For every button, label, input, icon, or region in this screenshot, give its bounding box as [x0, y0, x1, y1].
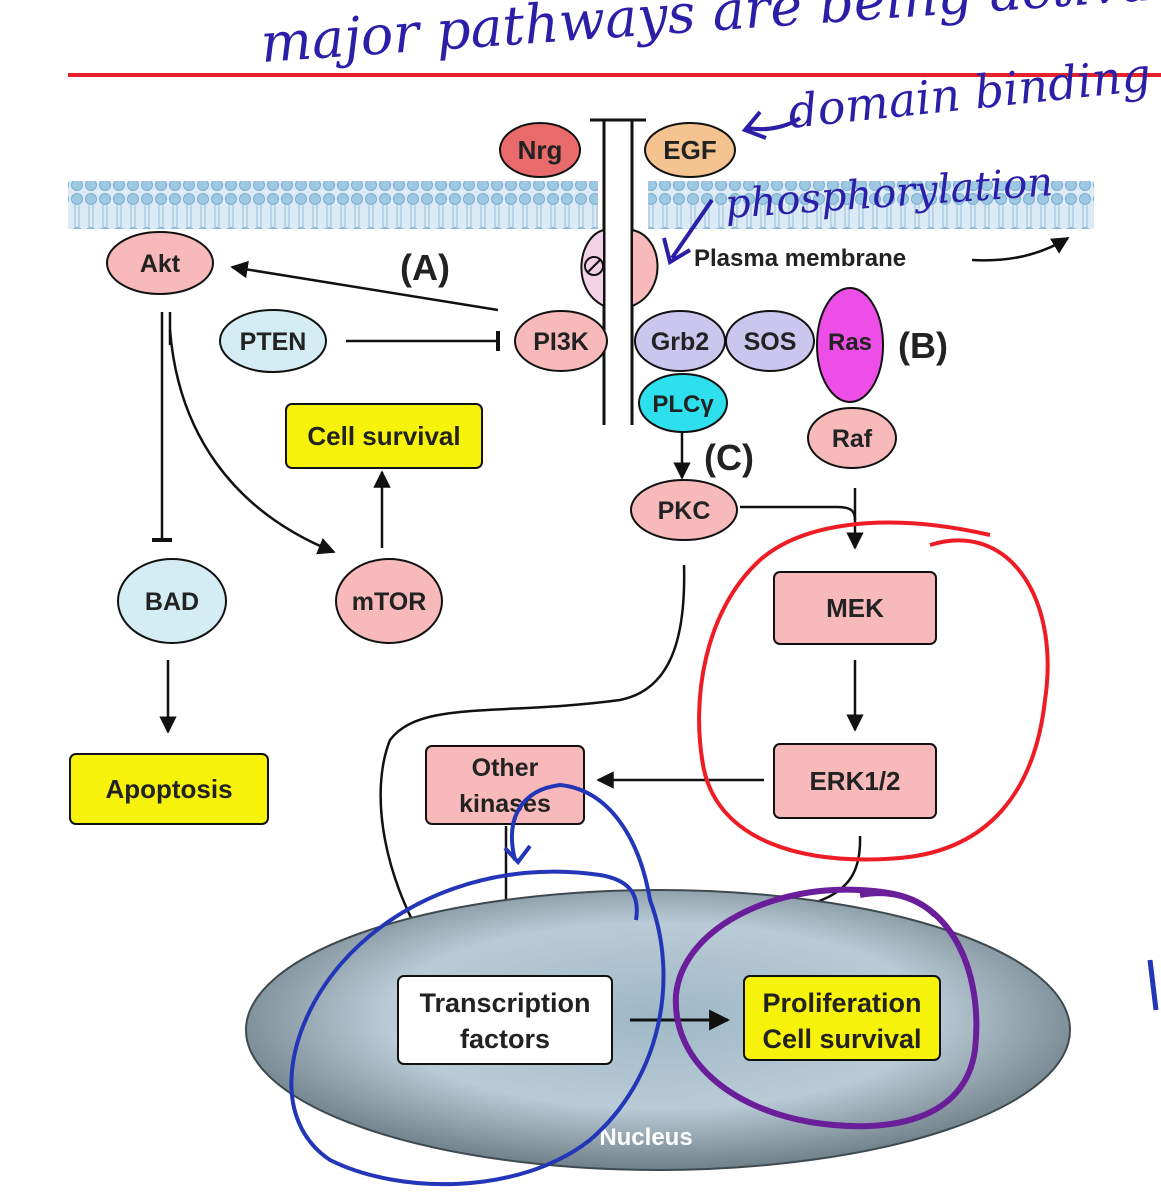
ligand-nrg-label: Nrg: [518, 135, 563, 165]
box-apoptosis-label: Apoptosis: [105, 774, 232, 804]
box-mek: MEK: [773, 571, 937, 645]
plasma-membrane-right: [648, 181, 1094, 229]
protein-pi3k-label: PI3K: [533, 328, 589, 356]
protein-akt: Akt: [106, 231, 214, 295]
box-proliferation: Proliferation Cell survival: [743, 975, 941, 1061]
domain-note-arrow: [747, 116, 802, 132]
box-cell-survival: Cell survival: [285, 403, 483, 469]
ligand-egf: EGF: [644, 122, 736, 178]
protein-raf: Raf: [807, 407, 897, 469]
protein-plc-label: PLCγ: [652, 391, 714, 418]
box-proliferation-line1: Proliferation: [762, 988, 921, 1018]
plasma-membrane-arrow: [971, 236, 1070, 262]
protein-bad-label: BAD: [145, 588, 199, 616]
protein-grb2-label: Grb2: [651, 328, 709, 356]
protein-raf-label: Raf: [832, 425, 873, 453]
protein-pkc: PKC: [630, 479, 738, 541]
box-cell-survival-label: Cell survival: [307, 421, 460, 451]
box-erk-label: ERK1/2: [809, 766, 900, 796]
box-erk: ERK1/2: [773, 743, 937, 819]
box-apoptosis: Apoptosis: [69, 753, 269, 825]
protein-grb2: Grb2: [634, 310, 726, 372]
box-transcription-factors-line2: factors: [460, 1024, 550, 1054]
annotation-purple-circle: [672, 886, 980, 1130]
pathway-label-a: (A): [400, 247, 450, 288]
protein-bad: BAD: [117, 558, 227, 644]
plasma-membrane-label: Plasma membrane: [694, 245, 906, 272]
arrow-pkc-to-mek: [740, 505, 857, 521]
handwritten-domain-note: domain binding: [786, 47, 1154, 139]
protein-ras: Ras: [816, 287, 884, 403]
pathway-label-c: (C): [704, 437, 754, 478]
protein-plc: PLCγ: [638, 373, 728, 433]
inhibitor-icon: [584, 256, 604, 276]
arrow-akt-to-mtor: [168, 329, 336, 555]
nucleus-label: Nucleus: [599, 1124, 692, 1151]
phospho-note-arrowhead: [662, 237, 692, 266]
annotation-blue-arrowhead: [503, 844, 532, 866]
receptor-kinase-domain-right: [631, 228, 659, 308]
annotation-red-circle: [697, 520, 1050, 862]
protein-ras-label: Ras: [828, 329, 872, 356]
pathway-label-b: (B): [898, 325, 948, 366]
protein-pten: PTEN: [219, 309, 327, 373]
domain-note-arrowhead: [741, 110, 767, 140]
arrow-pkc-to-transcription: [379, 564, 686, 970]
protein-sos-label: SOS: [744, 328, 797, 356]
box-other-kinases-line2: kinases: [459, 790, 551, 818]
box-transcription-factors-line1: Transcription: [419, 988, 590, 1018]
phospho-note-arrow: [670, 198, 714, 260]
annotation-blue-edge-mark: [1147, 959, 1159, 1011]
box-proliferation-line2: Cell survival: [762, 1024, 921, 1054]
plasma-membrane-left: [68, 181, 598, 229]
arrow-pi3k-to-akt: [230, 260, 499, 312]
box-mek-label: MEK: [826, 593, 884, 623]
ligand-egf-label: EGF: [663, 135, 716, 165]
protein-mtor-label: mTOR: [352, 588, 427, 616]
box-other-kinases: Other kinases: [425, 745, 585, 825]
box-transcription-factors: Transcription factors: [397, 975, 613, 1065]
protein-pkc-label: PKC: [658, 497, 711, 525]
protein-pi3k: PI3K: [514, 310, 608, 372]
protein-akt-label: Akt: [140, 250, 181, 278]
protein-sos: SOS: [725, 310, 815, 372]
box-other-kinases-line1: Other: [472, 754, 539, 782]
protein-mtor: mTOR: [335, 558, 443, 644]
annotation-blue-loop: [289, 782, 666, 1187]
ligand-nrg: Nrg: [499, 122, 581, 178]
protein-pten-label: PTEN: [240, 328, 307, 356]
